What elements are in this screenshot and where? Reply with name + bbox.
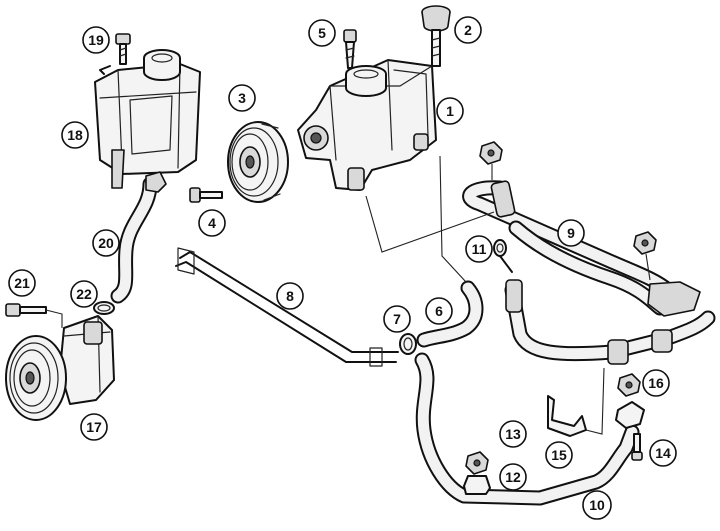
callout-4: 4 [198,209,226,237]
sealing-washer-11 [493,239,507,257]
nut-16 [617,373,641,397]
callout-8: 8 [276,282,304,310]
return-hose-6 [416,155,484,348]
callout-12-label: 12 [505,469,521,485]
nut-13 [465,451,489,475]
callout-12: 12 [499,463,527,491]
callout-9-label: 9 [567,225,575,241]
bolt-5 [343,29,357,69]
callout-1-label: 1 [446,103,454,119]
callout-13: 13 [499,420,527,448]
pressure-hose-10 [414,352,640,506]
callout-17-label: 17 [86,419,102,435]
nut-top [479,141,503,180]
bolt-19 [115,33,131,65]
callout-16: 16 [642,369,670,397]
callout-15: 15 [545,441,573,469]
mounting-bracket-15 [547,367,605,437]
callout-9: 9 [557,219,585,247]
leader-pump-hose [365,195,495,253]
fluid-reservoir [94,49,201,189]
callout-21: 21 [8,269,36,297]
hose-clamp-22 [93,301,115,315]
callout-20: 20 [92,229,120,257]
callout-21-label: 21 [14,275,30,291]
nut-right [633,231,657,281]
callout-13-label: 13 [505,426,521,442]
callout-6-label: 6 [435,303,443,319]
hose-clip-14 [615,401,645,461]
callout-10-label: 10 [589,497,605,513]
callout-15-label: 15 [551,447,567,463]
steering-pump-main [297,59,437,191]
steering-pump-assembly [5,315,115,421]
callout-10: 10 [582,490,612,520]
callout-20-label: 20 [98,235,114,251]
callout-11: 11 [465,235,493,263]
callout-22: 22 [70,280,98,308]
callout-5: 5 [308,19,336,47]
callout-7: 7 [383,305,411,333]
callout-1: 1 [436,97,464,125]
callout-5-label: 5 [318,25,326,41]
hose-clamp-12 [463,475,491,495]
callout-19-label: 19 [88,32,104,48]
callout-2-label: 2 [464,22,472,38]
callout-18: 18 [61,121,89,149]
callout-17: 17 [80,413,108,441]
callout-3: 3 [228,84,256,112]
filler-cap-dipstick [421,5,451,67]
callout-19: 19 [82,26,110,54]
callout-8-label: 8 [286,288,294,304]
pump-pulley [227,121,289,203]
suction-hose-20 [110,175,163,304]
hose-assembly-9 [462,180,716,365]
callout-14: 14 [649,439,677,467]
callout-6: 6 [425,297,453,325]
callout-4-label: 4 [208,215,216,231]
bolt-4 [189,187,223,203]
bolt-21 [5,303,63,328]
callout-3-label: 3 [238,90,246,106]
callout-7-label: 7 [393,311,401,327]
hose-fitting [145,171,167,193]
callout-16-label: 16 [648,375,664,391]
callout-22-label: 22 [76,286,92,302]
callout-2: 2 [454,16,482,44]
cooler-pipe-8 [175,247,399,367]
callout-18-label: 18 [67,127,83,143]
callout-11-label: 11 [472,241,487,257]
callout-14-label: 14 [655,445,671,461]
hose-clamp-7 [399,333,417,355]
